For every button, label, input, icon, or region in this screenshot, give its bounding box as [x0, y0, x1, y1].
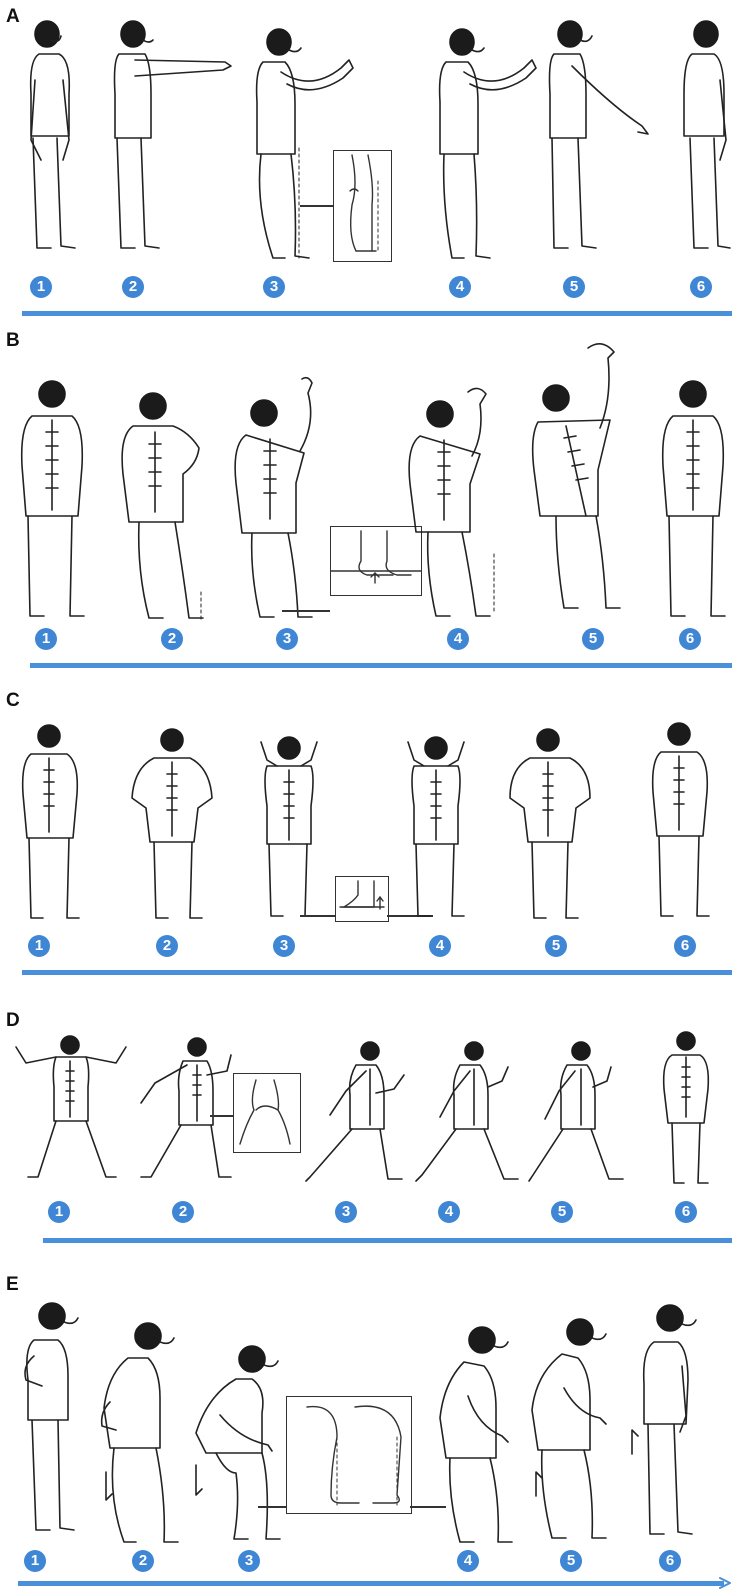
exercise-figure-icon: [15, 20, 75, 260]
step-badge: 2: [156, 935, 178, 957]
exercise-figure-icon: [12, 1035, 130, 1185]
exercise-figure-icon: [520, 1318, 630, 1548]
exercise-figure-icon: [530, 342, 630, 622]
detail-inset: [233, 1073, 301, 1153]
step-badge: 6: [690, 276, 712, 298]
exercise-figure-icon: [402, 384, 502, 624]
panel-letter: C: [6, 690, 20, 712]
panel-letter: B: [6, 330, 20, 352]
step-badge: 3: [238, 1550, 260, 1572]
step-badge: 6: [675, 1201, 697, 1223]
step-badge: 1: [35, 628, 57, 650]
step-badge: 4: [447, 628, 469, 650]
step-badge: 1: [28, 935, 50, 957]
detail-inset: [333, 150, 392, 262]
exercise-figure-icon: [525, 1039, 625, 1189]
exercise-figure-icon: [402, 736, 472, 921]
step-badge: 2: [161, 628, 183, 650]
step-badge: 5: [545, 935, 567, 957]
step-badge: 3: [335, 1201, 357, 1223]
exercise-figure-icon: [15, 724, 85, 924]
exercise-figure-icon: [92, 1322, 192, 1547]
exercise-figure-icon: [655, 380, 732, 625]
exercise-figure-icon: [508, 728, 593, 923]
step-badge: 6: [674, 935, 696, 957]
step-badge: 1: [48, 1201, 70, 1223]
exercise-figure-icon: [105, 20, 235, 260]
step-badge: 2: [132, 1550, 154, 1572]
exercise-figure-icon: [115, 392, 210, 622]
exercise-figure-icon: [412, 1039, 522, 1189]
exercise-figure-icon: [300, 1039, 410, 1189]
step-badge: 2: [172, 1201, 194, 1223]
panel-b: B: [0, 320, 732, 680]
exercise-figure-icon: [540, 20, 660, 260]
timeline-bar: [22, 970, 732, 975]
step-badge: 5: [551, 1201, 573, 1223]
step-badge: 3: [273, 935, 295, 957]
step-badge: 1: [30, 276, 52, 298]
timeline-bar: [43, 1238, 732, 1243]
timeline-bar: [22, 311, 732, 316]
detail-inset: [286, 1396, 412, 1514]
step-badge: 5: [582, 628, 604, 650]
step-badge: 4: [429, 935, 451, 957]
step-badge: 4: [457, 1550, 479, 1572]
exercise-figure-icon: [12, 380, 92, 625]
exercise-figure-icon: [645, 722, 715, 922]
step-badge: 4: [438, 1201, 460, 1223]
exercise-figure-icon: [626, 1304, 706, 1549]
exercise-figure-icon: [190, 1345, 300, 1550]
step-badge: 5: [560, 1550, 582, 1572]
timeline-bar: [18, 1581, 724, 1586]
timeline-bar: [30, 663, 732, 668]
exercise-figure-icon: [230, 375, 330, 625]
step-badge: 5: [563, 276, 585, 298]
step-badge: 4: [449, 276, 471, 298]
step-badge: 2: [122, 276, 144, 298]
panel-e: E 1: [0, 1270, 732, 1591]
arrow-icon: [720, 1576, 732, 1590]
exercise-figure-icon: [12, 1300, 87, 1545]
exercise-figure-icon: [255, 736, 325, 921]
exercise-figure-icon: [135, 1035, 235, 1185]
step-badge: 3: [276, 628, 298, 650]
panel-c: C 1 2 3: [0, 680, 732, 980]
panel-d: D: [0, 1005, 732, 1250]
exercise-figure-icon: [676, 20, 732, 260]
step-badge: 6: [659, 1550, 681, 1572]
panel-letter: D: [6, 1010, 20, 1032]
exercise-figure-icon: [660, 1031, 712, 1191]
exercise-figure-icon: [432, 1326, 532, 1551]
step-badge: 6: [679, 628, 701, 650]
detail-inset: [335, 876, 389, 922]
panel-letter: E: [6, 1274, 19, 1296]
step-badge: 1: [24, 1550, 46, 1572]
panel-a: A 1 2 3 4: [0, 0, 732, 320]
step-badge: 3: [263, 276, 285, 298]
exercise-figure-icon: [130, 728, 215, 923]
exercise-figure-icon: [430, 28, 550, 263]
